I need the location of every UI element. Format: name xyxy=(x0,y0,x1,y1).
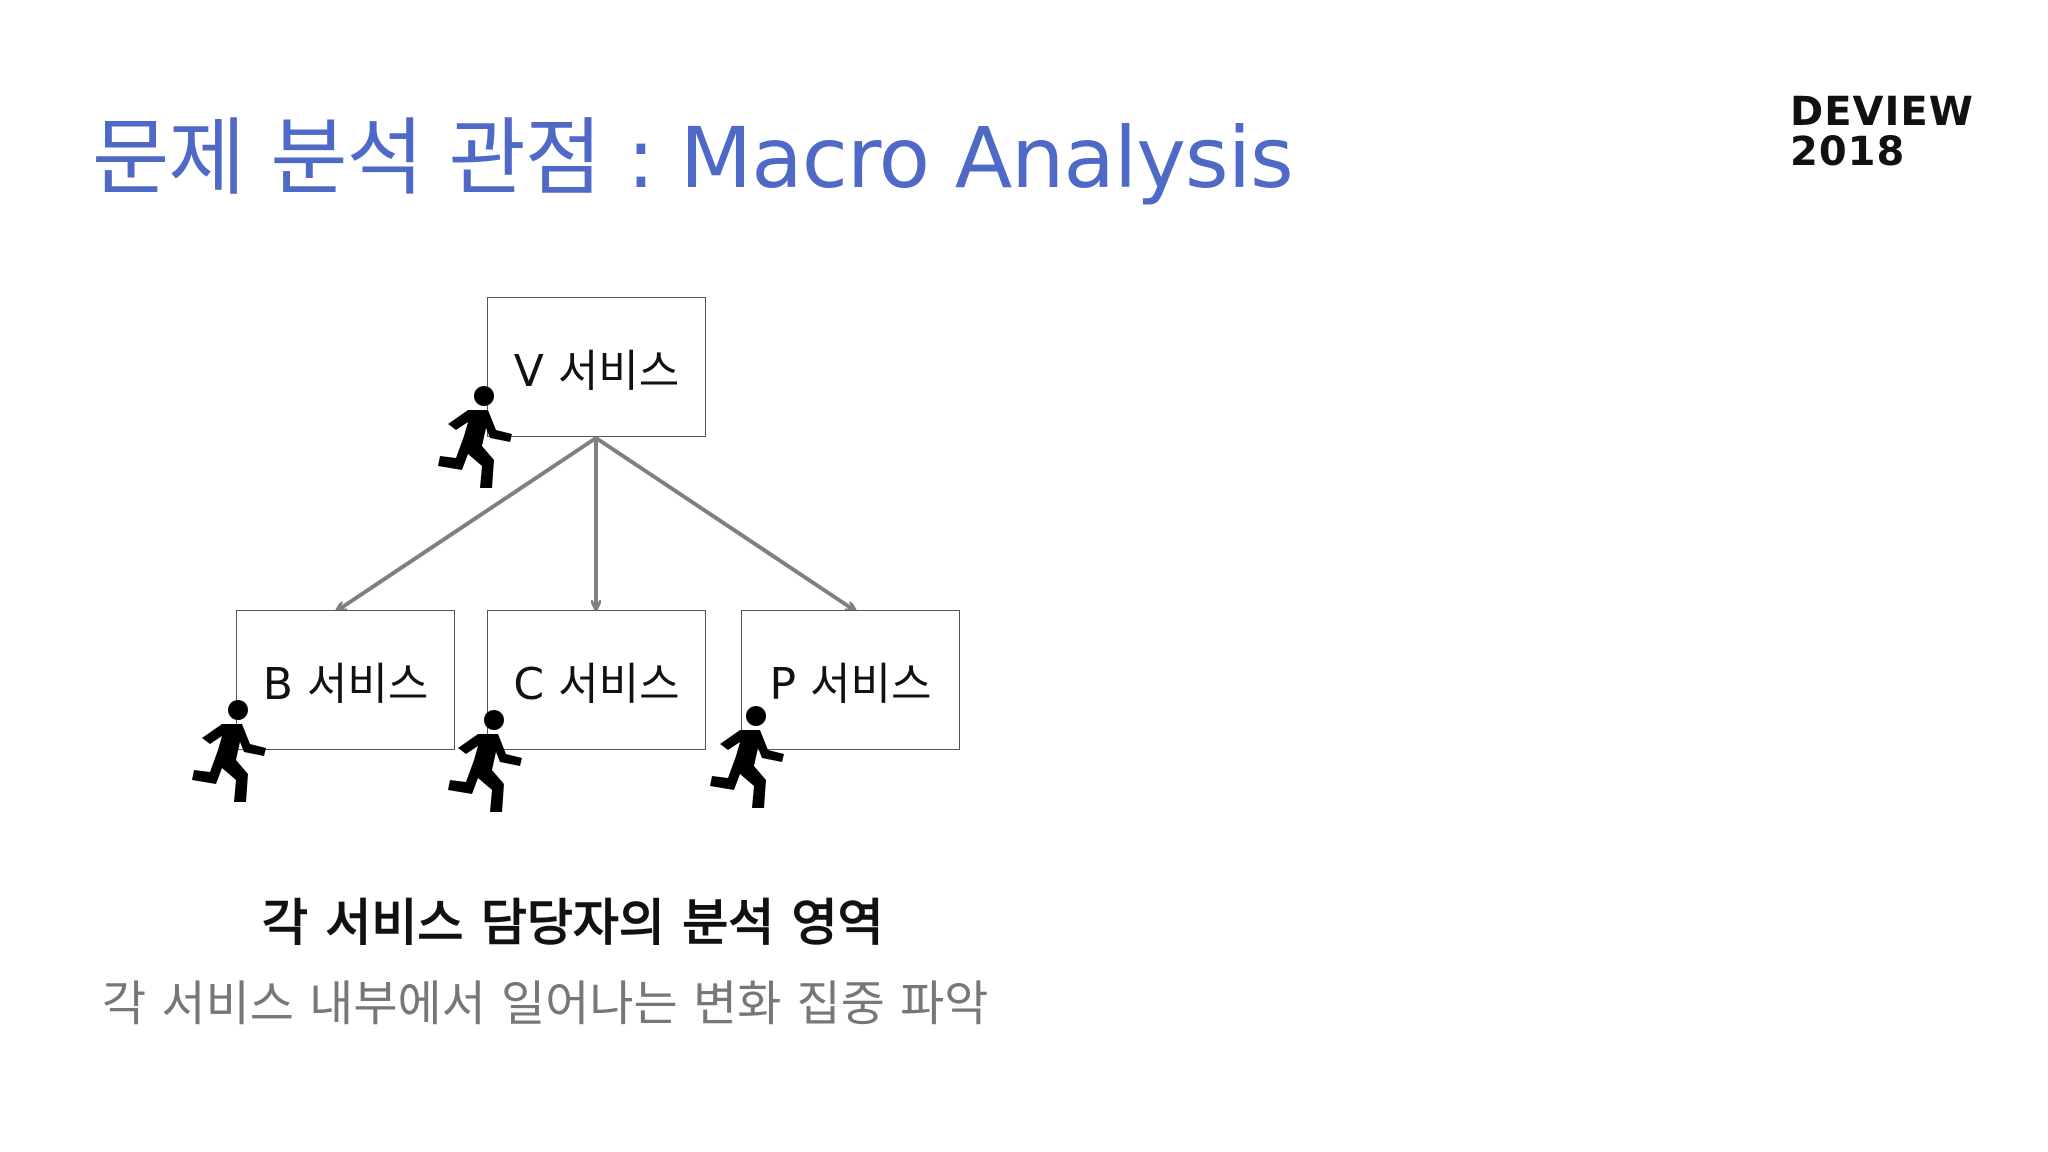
arrow-to-p-service xyxy=(594,436,854,610)
b-service-label: B 서비스 xyxy=(262,659,429,710)
logo-line-1: DEVIEW xyxy=(1790,89,1974,135)
v-service-box: V 서비스 xyxy=(487,297,706,437)
p-service-label: P 서비스 xyxy=(769,659,932,710)
running-person-icon xyxy=(192,700,266,802)
p-service-box: P 서비스 xyxy=(741,610,960,750)
conference-logo: DEVIEW 2018 xyxy=(1790,92,1974,172)
analysis-description: 각 서비스 내부에서 일어나는 변화 집중 파악 xyxy=(102,976,989,1032)
c-service-label: C 서비스 xyxy=(513,659,680,710)
running-person-icon xyxy=(710,706,784,808)
analysis-scope-caption: 각 서비스 담당자의 분석 영역 xyxy=(262,894,884,952)
v-service-label: V 서비스 xyxy=(513,346,680,397)
logo-line-2: 2018 xyxy=(1790,129,1906,175)
c-service-box: C 서비스 xyxy=(487,610,706,750)
running-person-icon xyxy=(448,710,522,812)
b-service-box: B 서비스 xyxy=(236,610,455,750)
page-title: 문제 분석 관점 : Macro Analysis xyxy=(92,109,1294,207)
arrow-to-b-service xyxy=(338,436,598,610)
running-person-icon xyxy=(438,386,512,488)
